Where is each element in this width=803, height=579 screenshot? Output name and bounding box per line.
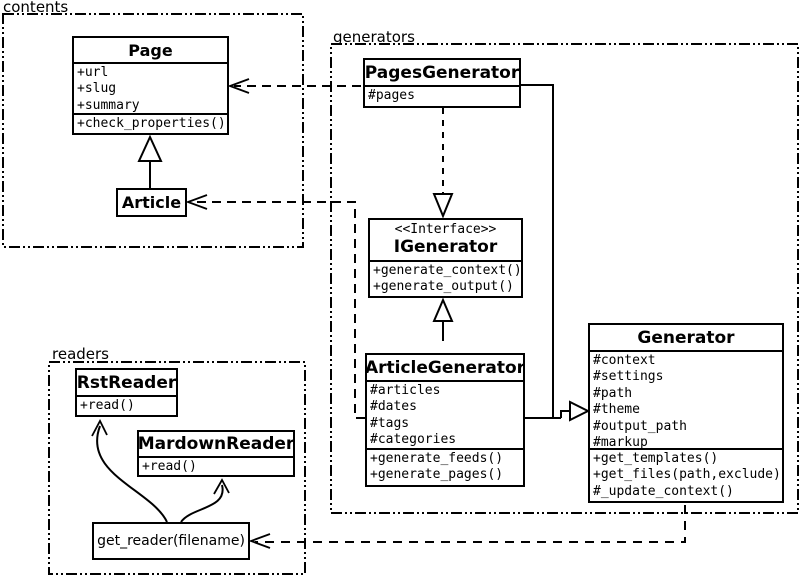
igenerator-header: <<Interface>> IGenerator — [370, 220, 521, 262]
class-title-page: Page — [74, 38, 227, 64]
class-box-markdownreader: MardownReader +read() — [137, 430, 295, 477]
articlegenerator-methods: +generate_feeds() +generate_pages() — [367, 450, 523, 485]
inheritance-arrow-articlegenerator-to-igenerator — [432, 297, 454, 341]
get-reader-label: get_reader(filename) — [97, 533, 245, 549]
class-title-articlegenerator: ArticleGenerator — [365, 355, 525, 382]
articlegenerator-attributes: #articles #dates #tags #categories — [367, 382, 523, 450]
attribute-item: #context — [593, 353, 656, 368]
method-item: +check_properties() — [77, 116, 226, 131]
package-border-generators — [330, 43, 799, 514]
curved-arrow-getreader-to-markdownreader — [180, 478, 230, 523]
attribute-item: +slug — [77, 81, 117, 97]
dependency-arrow-pagesgenerator-to-page — [227, 78, 361, 94]
class-title-markdownreader: MardownReader — [138, 432, 294, 458]
curved-arrow-getreader-to-rstreader — [91, 419, 168, 523]
package-label-readers: readers — [52, 345, 109, 363]
class-box-page: Page +url +slug +summary +check_properti… — [72, 36, 229, 135]
attribute-item: +summary — [77, 97, 140, 113]
method-item: +get_templates() — [593, 451, 719, 466]
method-item: +read() — [142, 459, 197, 474]
igenerator-methods: +generate_context() +generate_output() — [370, 262, 521, 297]
interface-stereotype: <<Interface>> — [394, 222, 497, 237]
dependency-arrow-articlegenerator-to-article — [185, 194, 365, 419]
attribute-item: #dates — [370, 399, 417, 415]
attribute-item: #theme — [593, 402, 640, 418]
attribute-item: #tags — [370, 415, 410, 431]
package-border-contents — [2, 13, 304, 248]
package-label-generators: generators — [333, 28, 415, 46]
page-methods: +check_properties() — [74, 115, 227, 133]
attribute-item: +url — [77, 65, 109, 80]
attribute-item: #categories — [370, 432, 457, 448]
package-label-contents: contents — [3, 0, 69, 16]
attribute-item: #articles — [370, 383, 441, 398]
method-item: #_update_context() — [593, 483, 734, 499]
generator-attributes: #context #settings #path #theme #output_… — [590, 352, 782, 450]
class-title-generator: Generator — [590, 325, 782, 352]
class-title-article: Article — [121, 193, 182, 212]
attribute-item: #output_path — [593, 418, 687, 434]
class-title-igenerator: IGenerator — [393, 237, 498, 257]
function-box-get-reader: get_reader(filename) — [92, 522, 250, 560]
class-box-igenerator: <<Interface>> IGenerator +generate_conte… — [368, 218, 523, 298]
inheritance-arrow-article-to-page — [137, 134, 163, 188]
class-box-rstreader: RstReader +read() — [75, 368, 178, 417]
class-box-generator: Generator #context #settings #path #them… — [588, 323, 784, 503]
attribute-item: #path — [593, 385, 633, 401]
pagesgenerator-attributes: #pages — [365, 87, 519, 105]
attribute-item: #settings — [593, 369, 664, 385]
method-item: +generate_context() — [373, 263, 521, 278]
method-item: +read() — [80, 398, 135, 413]
class-box-pagesgenerator: PagesGenerator #pages — [363, 58, 521, 108]
package-border-readers — [48, 361, 306, 575]
method-item: +generate_pages() — [370, 467, 504, 483]
method-item: +generate_output() — [373, 279, 514, 295]
realization-arrow-pagesgenerator-to-igenerator — [432, 108, 454, 219]
method-item: +get_files(path,exclude) — [593, 467, 781, 483]
markdownreader-methods: +read() — [139, 458, 293, 476]
attribute-item: #markup — [593, 435, 648, 450]
dependency-arrow-generator-to-getreader — [248, 505, 686, 549]
attribute-item: #pages — [368, 88, 415, 103]
inheritance-arrow-to-generator — [521, 84, 591, 422]
class-title-rstreader: RstReader — [77, 370, 176, 397]
class-box-articlegenerator: ArticleGenerator #articles #dates #tags … — [365, 353, 525, 487]
page-attributes: +url +slug +summary — [74, 64, 227, 115]
method-item: +generate_feeds() — [370, 451, 504, 466]
rstreader-methods: +read() — [77, 397, 176, 415]
generator-methods: +get_templates() +get_files(path,exclude… — [590, 450, 782, 501]
class-title-pagesgenerator: PagesGenerator — [365, 60, 519, 87]
class-box-article: Article — [116, 188, 187, 217]
